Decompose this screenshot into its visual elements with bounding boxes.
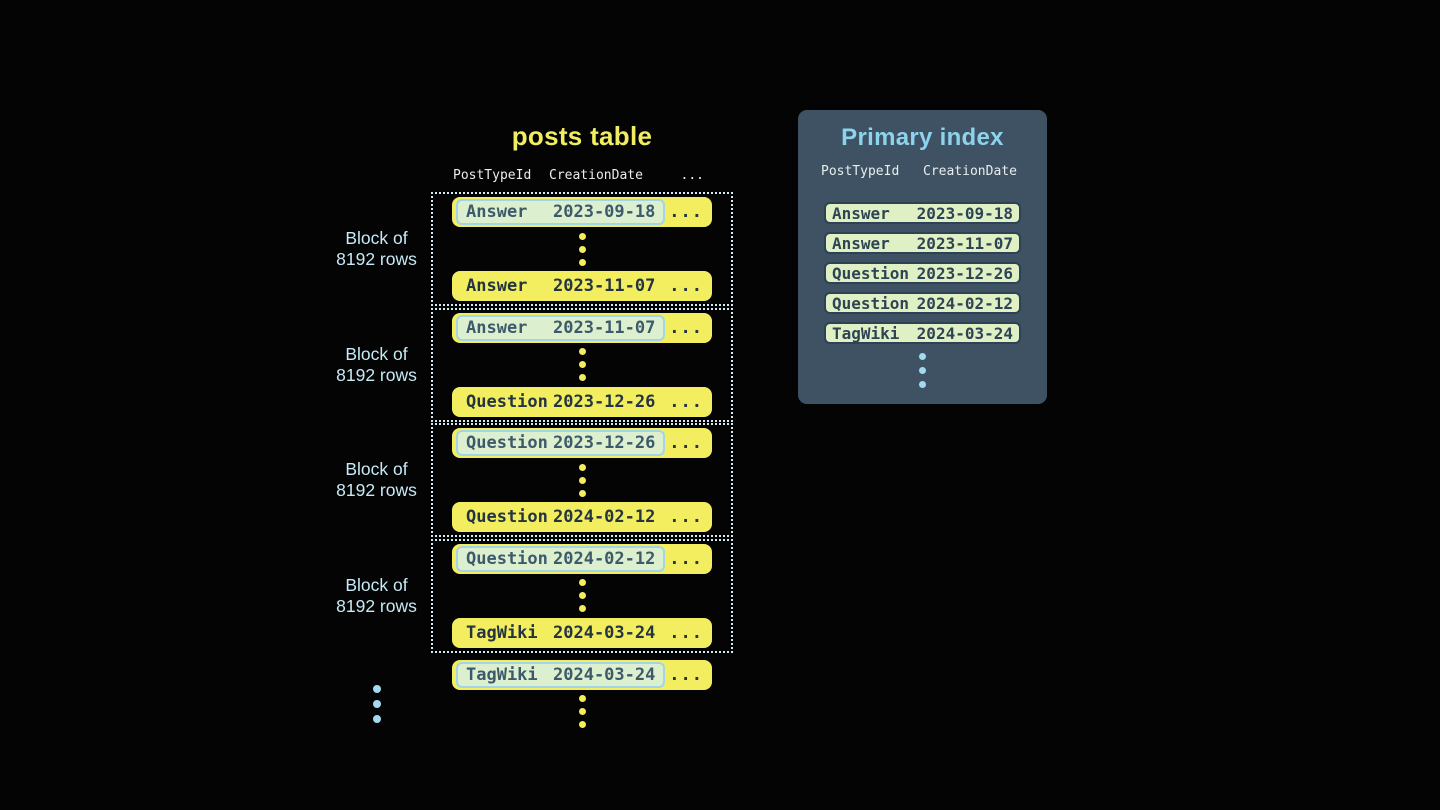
cell-posttypeid: Question	[832, 263, 910, 283]
block-label: Block of 8192 rows	[330, 308, 423, 422]
cell-posttypeid: Answer	[466, 317, 528, 338]
row-ellipsis: ...	[669, 622, 703, 643]
posts-table-title: posts table	[511, 121, 653, 151]
cell-group: Answer 2023-11-07	[456, 273, 665, 299]
table-row-next-block-first: TagWiki 2024-03-24 ...	[452, 659, 712, 690]
block-label-line1: Block of	[345, 459, 408, 479]
row-ellipsis: ...	[669, 391, 703, 412]
row-ellipsis: ...	[669, 202, 703, 222]
block-label-line2: 8192 rows	[336, 595, 417, 616]
cell-creationdate: 2023-11-07	[916, 233, 1013, 253]
row-ellipsis: ...	[669, 433, 703, 453]
cell-posttypeid: Question	[466, 391, 548, 412]
cell-creationdate: 2023-09-18	[553, 202, 656, 222]
cell-posttypeid: Question	[466, 548, 548, 569]
block-label: Block of 8192 rows	[330, 423, 423, 537]
column-header-posttypeid: PostTypeId	[453, 167, 532, 183]
more-index-rows-dots	[919, 353, 926, 388]
table-row-last: Question 2024-02-12 ...	[452, 502, 712, 532]
highlighted-cell: Question 2023-12-26	[456, 430, 666, 456]
highlighted-cell: Question 2024-02-12	[456, 545, 666, 572]
block-label-line1: Block of	[345, 343, 408, 364]
table-row-first: Answer 2023-11-07 ...	[452, 312, 712, 343]
cell-creationdate: 2023-12-26	[553, 391, 656, 412]
row-ellipsis: ...	[669, 664, 703, 685]
cell-creationdate: 2024-02-12	[916, 293, 1013, 313]
cell-posttypeid: Question	[466, 507, 548, 527]
cell-posttypeid: TagWiki	[466, 622, 538, 643]
cell-creationdate: 2023-12-26	[553, 433, 656, 453]
index-row: Answer 2023-11-07	[824, 232, 1021, 254]
cell-posttypeid: Answer	[832, 203, 890, 223]
cell-posttypeid: Answer	[466, 276, 528, 296]
cell-creationdate: 2024-03-24	[553, 664, 656, 685]
row-ellipsis: ...	[669, 548, 703, 569]
table-row-first: Question 2023-12-26 ...	[452, 428, 712, 458]
primary-index-title: Primary index	[841, 124, 1004, 151]
cell-creationdate: 2024-03-24	[553, 622, 656, 643]
table-row-first: Answer 2023-09-18 ...	[452, 197, 712, 227]
cell-creationdate: 2024-02-12	[553, 548, 656, 569]
cell-creationdate: 2023-11-07	[553, 317, 656, 338]
primary-index-column-headers: PostTypeId CreationDate	[821, 163, 1047, 180]
cell-creationdate: 2023-12-26	[916, 263, 1013, 283]
block-3: Question 2023-12-26 ... Question 2024-02…	[431, 423, 733, 537]
block-label: Block of 8192 rows	[330, 539, 423, 653]
cell-creationdate: 2024-03-24	[916, 323, 1013, 343]
cell-creationdate: 2023-11-07	[553, 276, 656, 296]
cell-posttypeid: Question	[466, 433, 548, 453]
cell-posttypeid: TagWiki	[466, 664, 538, 685]
column-header-creationdate: CreationDate	[923, 164, 1017, 179]
index-row: Answer 2023-09-18	[824, 202, 1021, 224]
primary-index-rows: Answer 2023-09-18 Answer 2023-11-07 Ques…	[824, 202, 1021, 344]
rows-between-dots	[578, 232, 586, 266]
index-row: Question 2023-12-26	[824, 262, 1021, 284]
table-row-last: Answer 2023-11-07 ...	[452, 271, 712, 301]
block-label-line1: Block of	[345, 228, 408, 248]
block-label: Block of 8192 rows	[330, 192, 423, 306]
posts-table-column-headers: PostTypeId CreationDate ...	[431, 166, 733, 184]
table-row-last: Question 2023-12-26 ...	[452, 386, 712, 417]
cell-creationdate: 2024-02-12	[553, 507, 656, 527]
column-header-posttypeid: PostTypeId	[821, 164, 900, 179]
block-label-line2: 8192 rows	[336, 249, 417, 269]
row-ellipsis: ...	[669, 276, 703, 296]
primary-index-panel: Primary index PostTypeId CreationDate An…	[798, 110, 1047, 404]
column-header-ellipsis: ...	[680, 167, 704, 183]
block-1: Answer 2023-09-18 ... Answer 2023-11-07 …	[431, 192, 733, 306]
table-row-first: Question 2024-02-12 ...	[452, 543, 712, 574]
highlighted-cell: TagWiki 2024-03-24	[456, 661, 666, 688]
cell-group: TagWiki 2024-03-24	[456, 620, 665, 646]
highlighted-cell: Answer 2023-09-18	[456, 199, 666, 225]
index-row: TagWiki 2024-03-24	[824, 322, 1021, 344]
rows-between-dots	[578, 579, 586, 612]
highlighted-cell: Answer 2023-11-07	[456, 314, 666, 341]
block-2: Answer 2023-11-07 ... Question 2023-12-2…	[431, 307, 733, 422]
block-label-line2: 8192 rows	[336, 364, 417, 385]
posts-table: posts table PostTypeId CreationDate ... …	[431, 120, 733, 728]
block-label-line1: Block of	[345, 574, 408, 595]
cell-group: Question 2024-02-12	[456, 504, 665, 530]
cell-posttypeid: Answer	[832, 233, 890, 253]
cell-posttypeid: Question	[832, 293, 910, 313]
more-blocks-dots	[372, 684, 381, 723]
table-row-last: TagWiki 2024-03-24 ...	[452, 617, 712, 648]
row-ellipsis: ...	[669, 507, 703, 527]
cell-posttypeid: TagWiki	[832, 323, 900, 343]
cell-group: Question 2023-12-26	[456, 389, 665, 415]
cell-posttypeid: Answer	[466, 202, 528, 222]
more-rows-dots	[578, 694, 586, 728]
block-label-line2: 8192 rows	[336, 480, 417, 500]
block-4: Question 2024-02-12 ... TagWiki 2024-03-…	[431, 538, 733, 653]
cell-creationdate: 2023-09-18	[916, 203, 1013, 223]
rows-between-dots	[578, 463, 586, 497]
column-header-creationdate: CreationDate	[549, 167, 643, 183]
rows-between-dots	[578, 348, 586, 381]
index-row: Question 2024-02-12	[824, 292, 1021, 314]
block-labels-column: Block of 8192 rows Block of 8192 rows Bl…	[330, 192, 423, 723]
row-ellipsis: ...	[669, 317, 703, 338]
